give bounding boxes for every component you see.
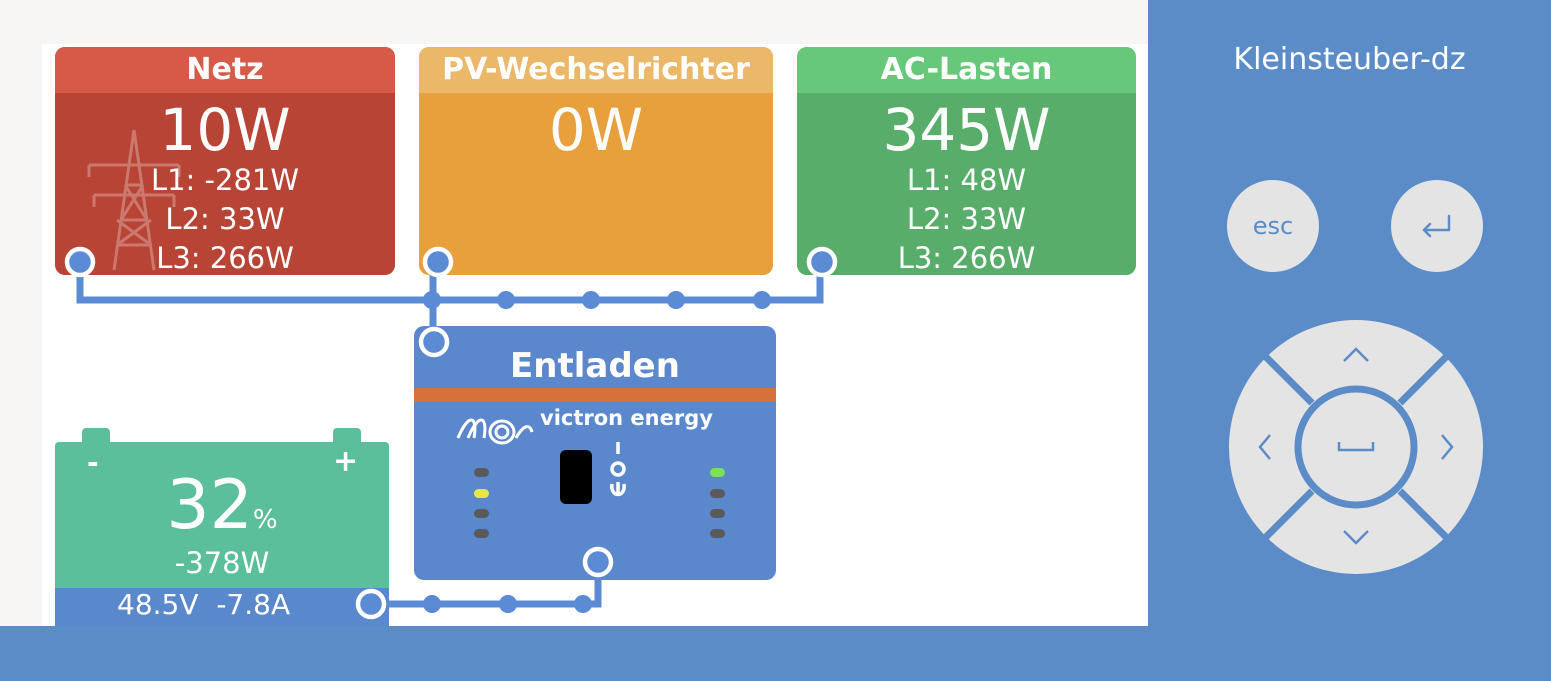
left-button[interactable] <box>1240 417 1290 477</box>
grid-l1: L1: -281W <box>150 163 300 197</box>
chevron-left-icon <box>1258 434 1271 460</box>
ac-loads-l3: L3: 266W <box>897 241 1036 275</box>
inverter-stripe <box>414 388 776 402</box>
grid-total-power: 10W <box>159 96 291 164</box>
ac-loads-tile[interactable]: AC-Lasten 345W L1: 48W L2: 33W L3: 266W <box>797 47 1136 275</box>
status-leds <box>474 468 725 538</box>
chevron-down-icon <box>1343 530 1369 545</box>
esc-label: esc <box>1252 212 1294 240</box>
battery-plus-label: + <box>333 444 359 479</box>
ac-loads-l1: L1: 48W <box>906 163 1027 197</box>
space-icon <box>1337 442 1375 452</box>
return-icon <box>1422 214 1451 238</box>
device-screen: Netz 10W L1: -281W L2: 33W L3: 266W PV-W… <box>0 0 1148 626</box>
screen-background <box>0 0 1148 44</box>
down-button[interactable] <box>1326 515 1386 565</box>
grid-l2: L2: 33W <box>165 202 285 236</box>
ac-loads-total-power: 345W <box>882 96 1051 164</box>
battery-current: -7.8A <box>216 588 291 621</box>
inverter-switch-icon <box>560 442 626 504</box>
ac-loads-l2: L2: 33W <box>906 202 1027 236</box>
pv-total-power: 0W <box>548 96 644 164</box>
battery-voltage: 48.5V <box>117 588 199 621</box>
right-button[interactable] <box>1422 417 1472 477</box>
power-pylon-icon <box>87 129 181 271</box>
battery-terminal-minus <box>82 428 110 444</box>
grid-tile[interactable]: Netz 10W L1: -281W L2: 33W L3: 266W <box>55 47 395 275</box>
ac-loads-title: AC-Lasten <box>797 47 1136 93</box>
battery-minus-label: - <box>87 446 99 479</box>
battery-terminal-plus <box>333 428 361 444</box>
space-button[interactable] <box>1306 397 1406 497</box>
battery-tile[interactable]: - + 32% -378W 48.5V -7.8A <box>55 442 389 626</box>
inverter-tile[interactable]: Entladen victron energy <box>414 326 776 580</box>
dpad-graphic <box>1229 320 1483 574</box>
inverter-state: Entladen <box>510 346 680 386</box>
navigation-pad <box>1228 319 1484 575</box>
battery-bottom-bar <box>55 588 389 626</box>
victron-logo-icon <box>456 418 534 445</box>
up-button[interactable] <box>1326 333 1386 383</box>
chevron-right-icon <box>1441 434 1454 460</box>
chevron-up-icon <box>1343 347 1369 362</box>
battery-soc: 32 <box>166 466 253 545</box>
brand-name: victron energy <box>540 406 713 430</box>
battery-power: -378W <box>174 546 270 580</box>
bottom-bar <box>0 626 1551 681</box>
grid-title: Netz <box>55 47 395 93</box>
pv-inverter-tile[interactable]: PV-Wechselrichter 0W <box>419 47 773 275</box>
screen-background <box>0 0 42 626</box>
esc-button[interactable]: esc <box>1227 180 1319 272</box>
enter-button[interactable] <box>1391 180 1483 272</box>
pv-title: PV-Wechselrichter <box>419 47 773 93</box>
battery-soc-unit: % <box>252 505 278 535</box>
device-name: Kleinsteuber-dz <box>1233 42 1466 77</box>
